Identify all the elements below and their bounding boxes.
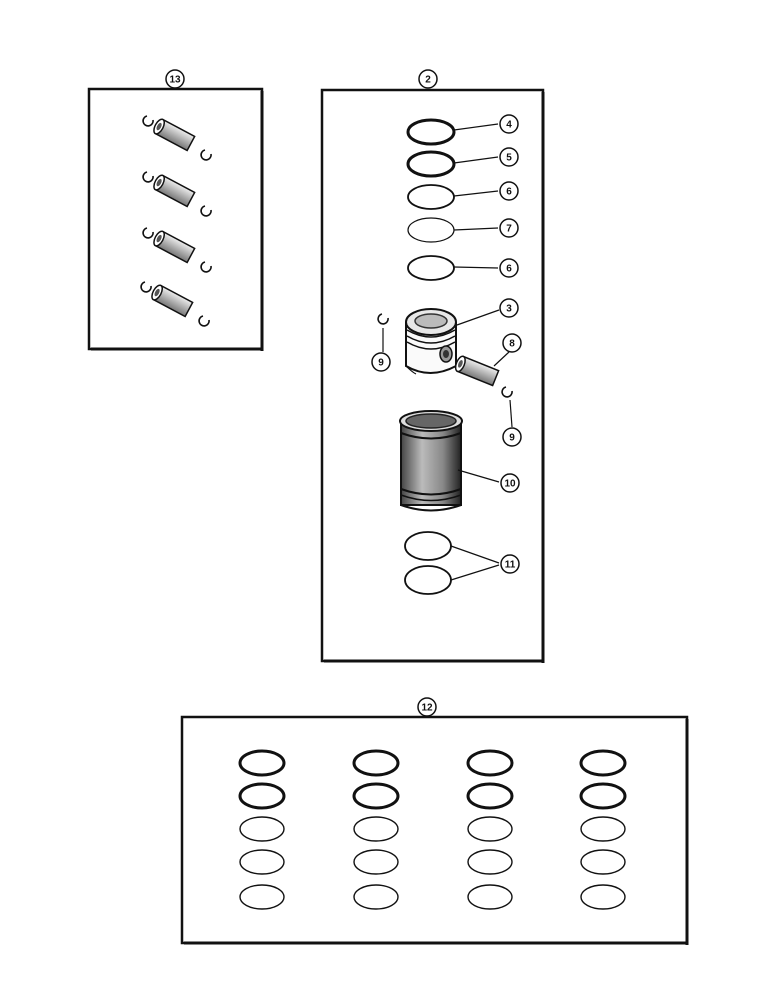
callout-8: 8 <box>502 333 522 353</box>
piston-ring <box>580 884 626 910</box>
piston-ring <box>407 184 455 210</box>
liner-seal <box>404 531 452 561</box>
piston-ring <box>467 884 513 910</box>
callout-13-label: 13 <box>169 75 181 86</box>
piston-ring <box>353 849 399 875</box>
callout-6b-label: 6 <box>506 264 512 275</box>
piston-ring <box>352 749 400 777</box>
ring-set <box>466 749 514 910</box>
cylinder-liner <box>399 410 463 512</box>
callout-12-label: 12 <box>421 703 433 714</box>
callout-4: 4 <box>499 114 519 134</box>
callout-2-label: 2 <box>425 75 431 86</box>
callout-7: 7 <box>499 218 519 238</box>
panel-13-pin-kits: 13 <box>87 69 264 351</box>
piston-ring <box>407 217 455 243</box>
snap-ring <box>501 386 513 398</box>
piston-ring <box>406 150 456 178</box>
callout-9a-label: 9 <box>378 358 384 369</box>
piston-ring <box>406 118 456 146</box>
panel-2-cylinder-kit: 2 4 5 6 7 6 <box>320 69 545 663</box>
piston-ring <box>579 782 627 810</box>
callout-2: 2 <box>418 69 438 89</box>
callout-4-label: 4 <box>506 120 512 131</box>
callout-13: 13 <box>165 69 185 89</box>
callout-6: 6 <box>499 181 519 201</box>
callout-10: 10 <box>500 473 520 493</box>
pin-kit <box>140 281 210 327</box>
piston-ring <box>466 782 514 810</box>
callout-7-label: 7 <box>506 224 512 235</box>
callout-8-label: 8 <box>509 339 515 350</box>
callout-6: 6 <box>499 258 519 278</box>
ring-set <box>579 749 627 910</box>
ring-set-grid <box>238 749 627 910</box>
snap-ring <box>377 313 389 325</box>
piston-ring <box>352 782 400 810</box>
callout-3: 3 <box>499 298 519 318</box>
ring-set <box>238 749 286 910</box>
pin-kit <box>142 171 212 217</box>
callout-10-label: 10 <box>504 479 516 490</box>
piston-ring <box>239 849 285 875</box>
callout-12: 12 <box>417 697 437 717</box>
piston-ring <box>238 782 286 810</box>
callout-9: 9 <box>371 352 391 372</box>
piston-ring <box>580 849 626 875</box>
piston-ring <box>580 816 626 842</box>
piston-ring <box>353 816 399 842</box>
piston-ring <box>238 749 286 777</box>
callout-3-label: 3 <box>506 304 512 315</box>
callout-5-label: 5 <box>506 153 512 164</box>
piston <box>405 308 457 375</box>
callout-11: 11 <box>500 554 520 574</box>
pin-kit <box>142 227 212 273</box>
callout-6-label: 6 <box>506 187 512 198</box>
callout-11-label: 11 <box>505 560 516 571</box>
callout-9: 9 <box>502 427 522 447</box>
piston-pin <box>454 355 500 387</box>
callout-9b-label: 9 <box>509 433 515 444</box>
piston-ring <box>467 849 513 875</box>
callout-5: 5 <box>499 147 519 167</box>
ring-set <box>352 749 400 910</box>
piston-ring <box>579 749 627 777</box>
piston-ring <box>353 884 399 910</box>
panel-12-ring-sets: 12 <box>180 697 689 945</box>
piston-ring <box>466 749 514 777</box>
piston-ring <box>239 816 285 842</box>
piston-ring <box>407 255 455 281</box>
piston-ring <box>467 816 513 842</box>
pin-kit <box>142 115 212 161</box>
liner-seal <box>404 565 452 595</box>
piston-ring <box>239 884 285 910</box>
